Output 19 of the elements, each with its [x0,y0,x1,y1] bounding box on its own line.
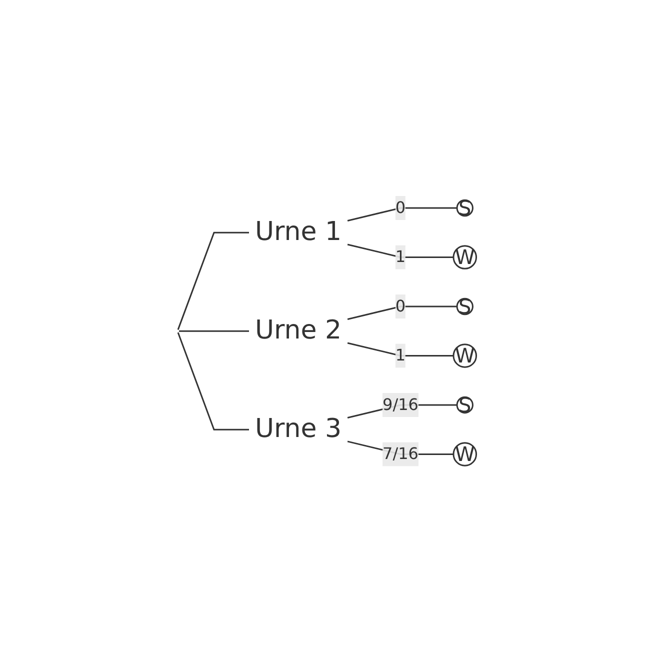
branch-line [179,330,250,332]
branch-label: Urne 2 [255,316,342,346]
branch-label: Urne 3 [255,414,342,444]
edge-label: 1 [396,248,406,267]
branch-line [178,332,250,431]
branch-line [348,342,454,357]
edge-label: 0 [396,198,406,218]
outcome-circle: W [453,344,478,368]
branch-line [348,244,454,258]
edge-label: 1 [396,346,406,366]
branch-line [178,232,250,330]
edge-label: 9/16 [382,395,419,414]
branch-line [348,208,458,222]
branch-label: Urne 1 [255,218,342,248]
edge-label: 7/16 [382,444,419,464]
edge-label: 0 [396,296,406,316]
outcome-circle: W [453,442,478,467]
branch-line [348,306,458,320]
outcome-circle: W [453,246,478,270]
